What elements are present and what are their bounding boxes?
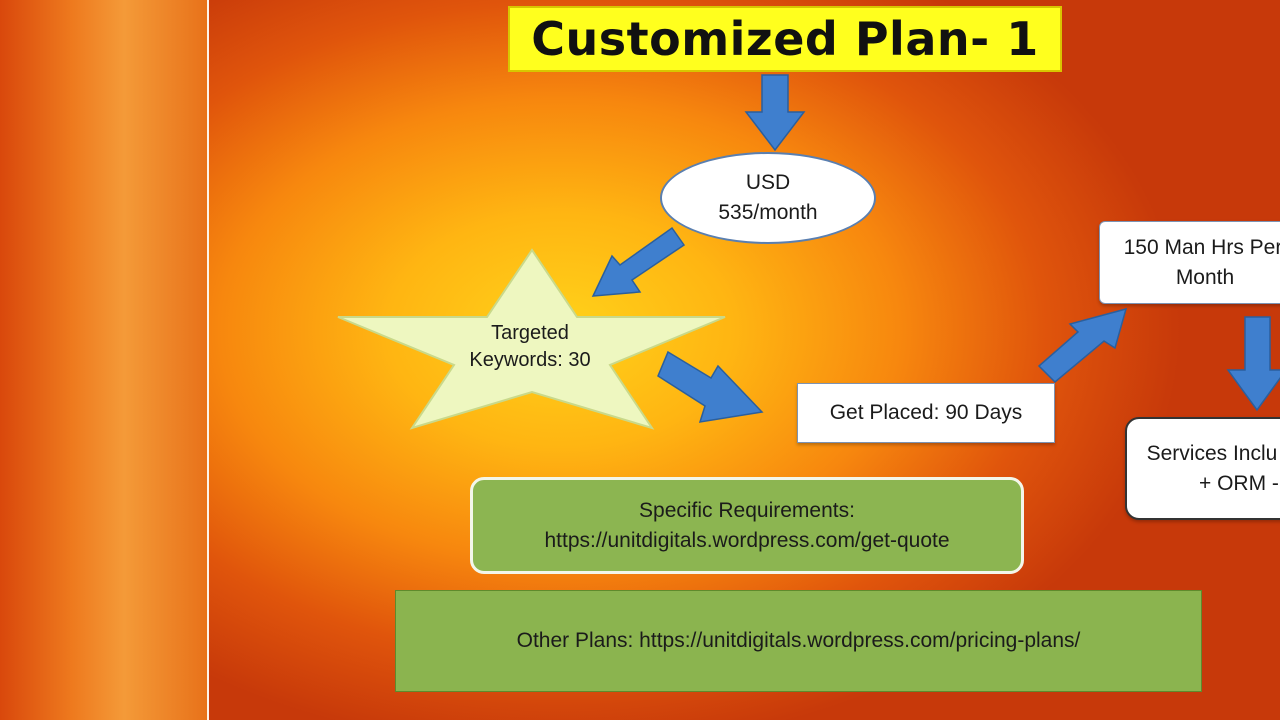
left-panel (0, 0, 207, 720)
keywords-star-shape (337, 248, 726, 430)
man-hours-box: 150 Man Hrs Per Month (1099, 221, 1280, 304)
keywords-line2: Keywords: 30 (469, 349, 591, 371)
services-line1: Services Inclu (1146, 441, 1278, 465)
price-oval: USD 535/month (660, 152, 876, 244)
requirements-heading: Specific Requirements: (639, 498, 855, 522)
requirements-link[interactable]: https://unitdigitals.wordpress.com/get-q… (544, 528, 950, 552)
arrow-keywords-to-placement (657, 350, 764, 423)
arrow-price-to-keywords (591, 226, 686, 297)
keywords-line1: Targeted (491, 322, 569, 344)
placement-label: Get Placed: 90 Days (829, 401, 1023, 424)
placement-box: Get Placed: 90 Days (797, 383, 1055, 443)
arrow-manhours-to-services (1226, 316, 1280, 412)
price-amount: 535/month (718, 201, 818, 224)
services-line2: + ORM - (1199, 471, 1279, 495)
left-divider-line (207, 0, 209, 720)
man-hours-line2: Month (1175, 265, 1235, 289)
other-plans-link[interactable]: Other Plans: https://unitdigitals.wordpr… (516, 629, 1081, 652)
keywords-star-label: Targeted Keywords: 30 (430, 320, 630, 374)
arrow-title-to-price (744, 74, 806, 152)
other-plans-box: Other Plans: https://unitdigitals.wordpr… (395, 590, 1202, 692)
man-hours-line1: 150 Man Hrs Per (1123, 235, 1280, 259)
requirements-box: Specific Requirements: https://unitdigit… (470, 477, 1024, 574)
price-currency: USD (745, 171, 791, 194)
plan-title: Customized Plan- 1 (508, 6, 1062, 72)
arrow-placement-to-manhours (1037, 307, 1128, 384)
services-box: Services Inclu + ORM - (1125, 417, 1280, 520)
